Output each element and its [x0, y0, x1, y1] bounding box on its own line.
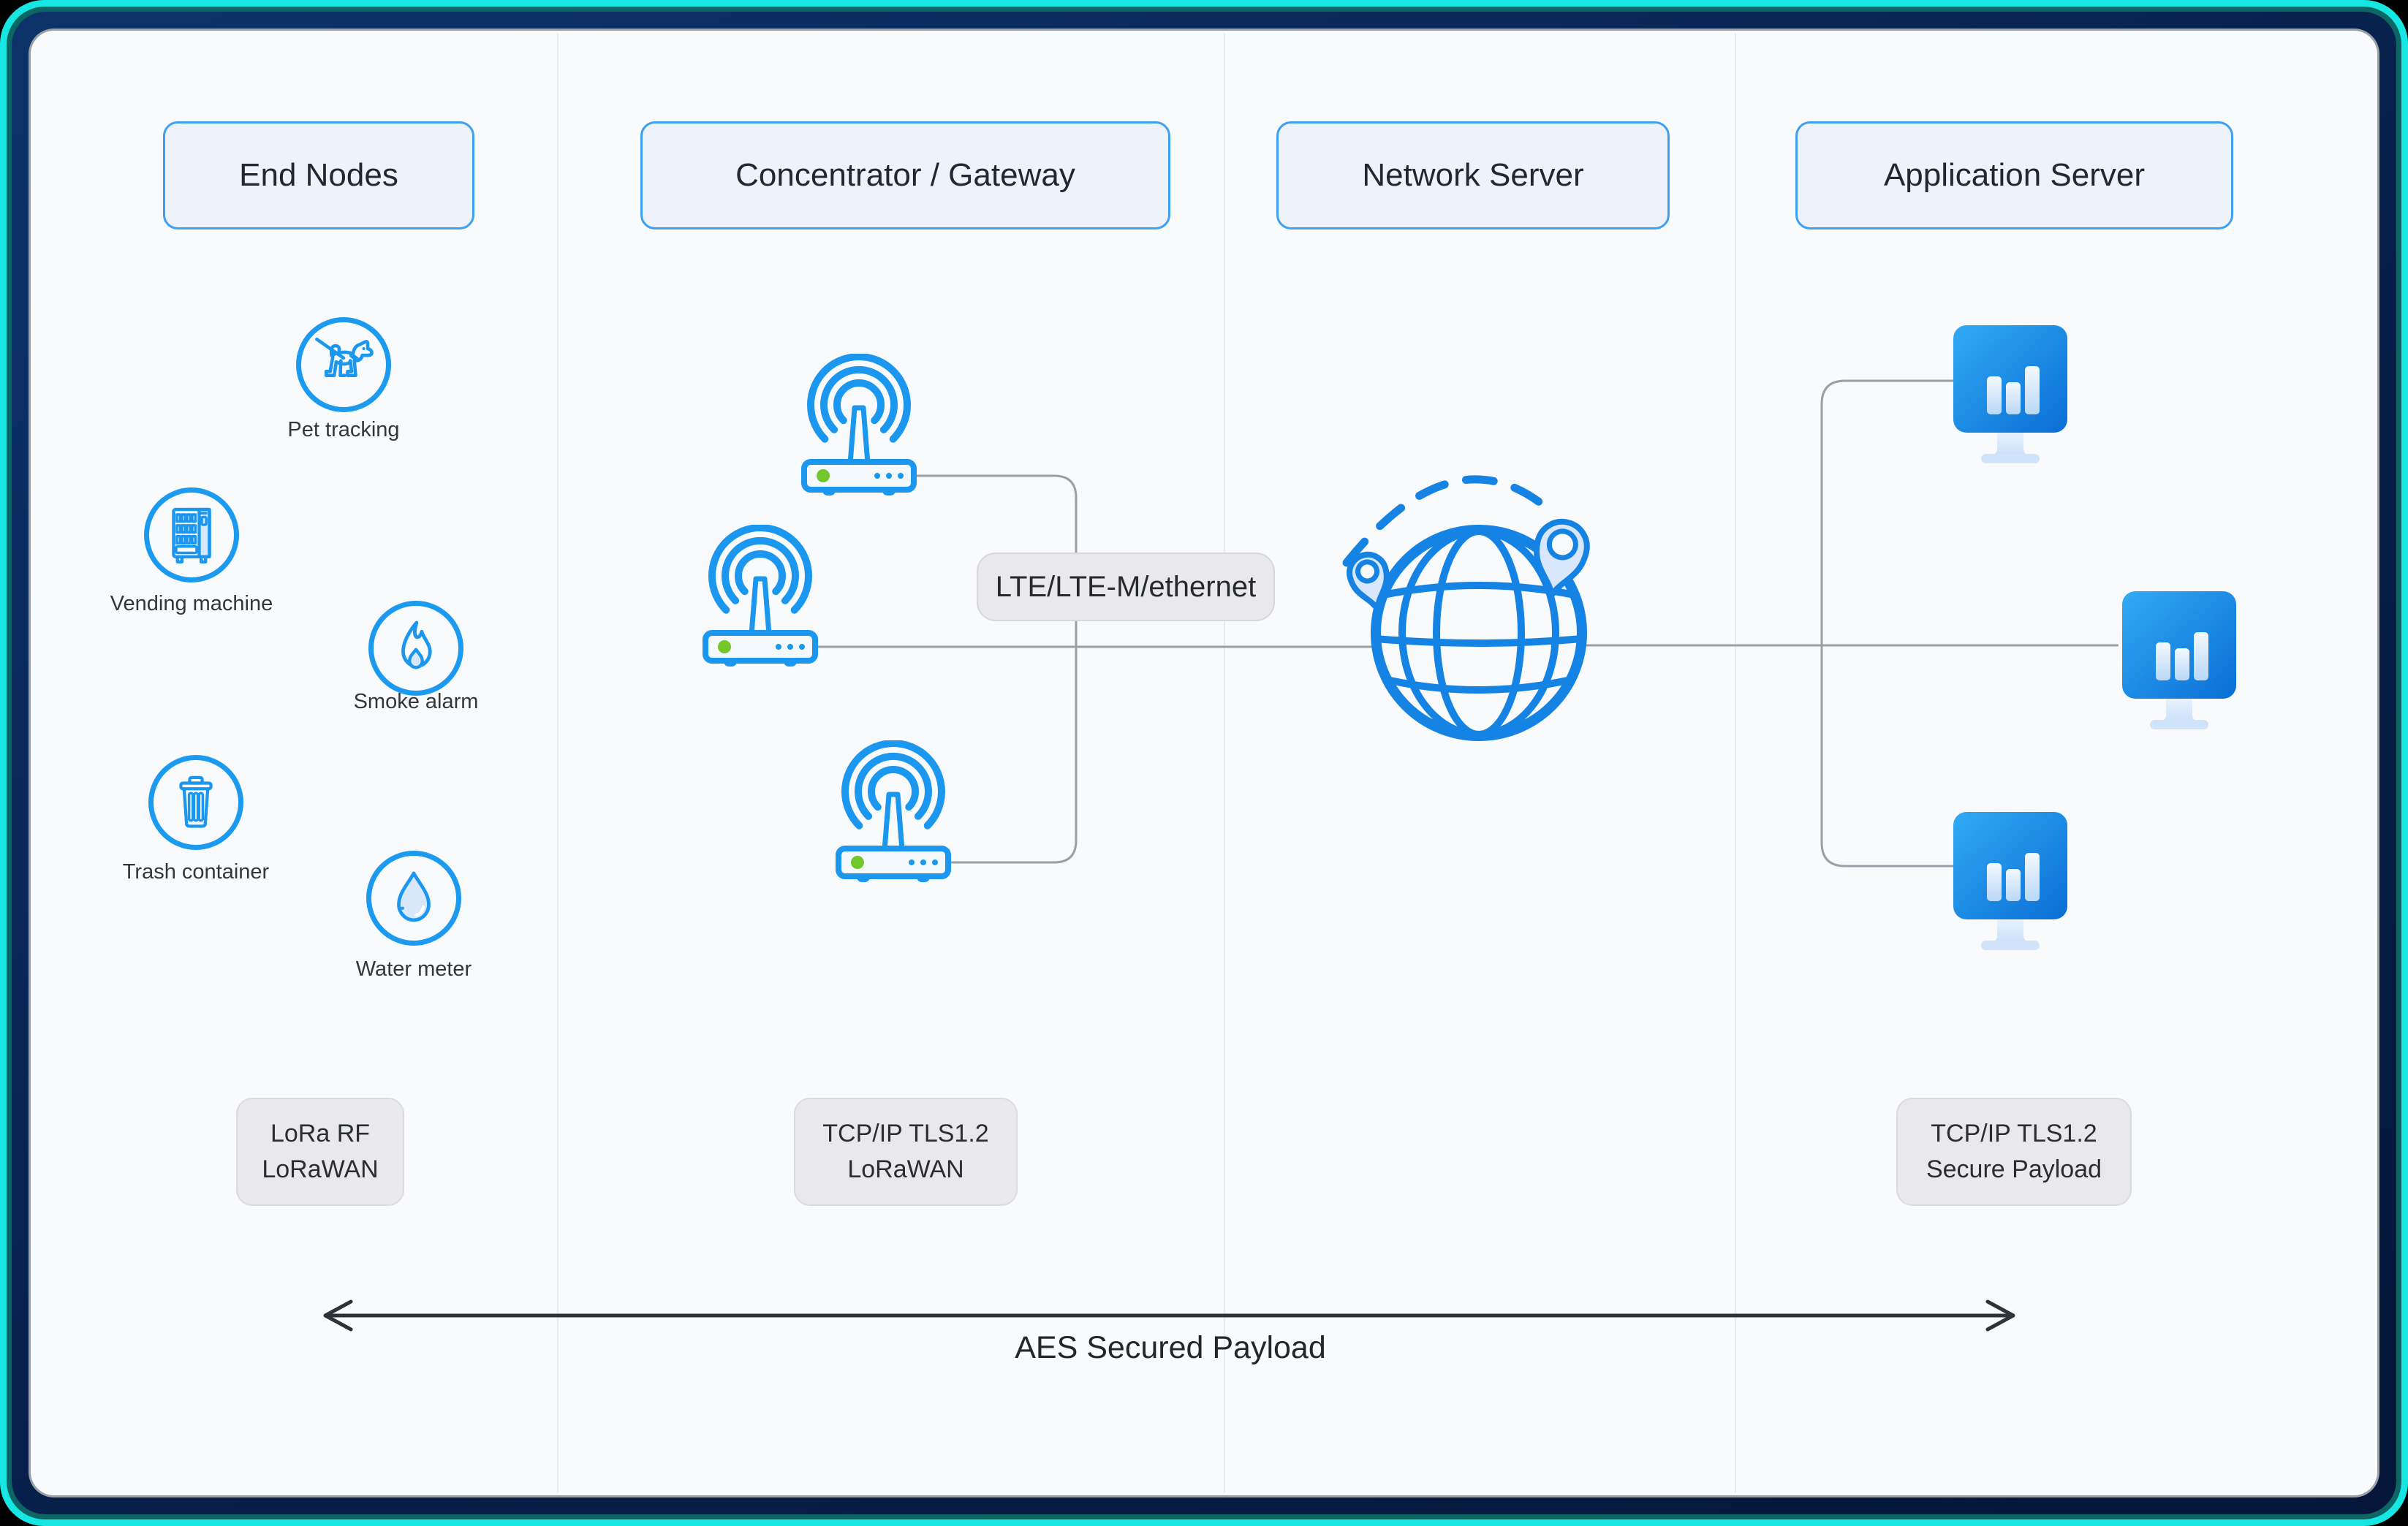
connection-label-chip: LTE/LTE-M/ethernet — [977, 553, 1275, 621]
antenna-router-icon — [831, 740, 955, 887]
protocol-line: Secure Payload — [1926, 1155, 2102, 1183]
end-node-trash-container — [148, 755, 243, 850]
monitor-bar-chart-icon — [1953, 812, 2067, 950]
end-node-label: Smoke alarm — [353, 690, 479, 713]
aes-arrow-caption: AES Secured Payload — [1015, 1330, 1326, 1365]
dog-icon — [315, 337, 374, 377]
protocol-line: LoRaWAN — [847, 1155, 964, 1183]
end-node-label: Vending machine — [110, 592, 273, 615]
protocol-chip-tcpip-secure: TCP/IP TLS1.2 Secure Payload — [1896, 1098, 2132, 1206]
end-node-smoke-alarm — [368, 601, 463, 696]
protocol-line: TCP/IP TLS1.2 — [822, 1119, 989, 1147]
column-divider-3 — [1735, 34, 1736, 1492]
column-divider-1 — [557, 34, 559, 1492]
vending-machine-icon — [172, 507, 211, 563]
end-node-vending-machine — [144, 487, 239, 582]
header-network-server: Network Server — [1276, 121, 1670, 229]
trash-icon — [179, 775, 213, 828]
end-node-label: Water meter — [355, 957, 472, 981]
end-node-label: Pet tracking — [287, 418, 400, 441]
protocol-chip-lora: LoRa RF LoRaWAN — [236, 1098, 404, 1206]
header-application-server: Application Server — [1795, 121, 2233, 229]
monitor-bar-chart-icon — [2122, 591, 2236, 729]
diagram-card — [31, 31, 2377, 1495]
water-drop-icon — [397, 871, 431, 922]
protocol-line: TCP/IP TLS1.2 — [1931, 1119, 2097, 1147]
antenna-router-icon — [698, 525, 822, 671]
protocol-chip-tcpip-lorawan: TCP/IP TLS1.2 LoRaWAN — [794, 1098, 1018, 1206]
end-node-pet-tracking — [296, 317, 391, 412]
protocol-line: LoRaWAN — [262, 1155, 379, 1183]
header-end-nodes: End Nodes — [163, 121, 474, 229]
monitor-bar-chart-icon — [1953, 325, 2067, 463]
column-divider-2 — [1224, 34, 1225, 1492]
end-node-label: Trash container — [122, 860, 270, 884]
protocol-line: LoRa RF — [270, 1119, 371, 1147]
antenna-router-icon — [797, 354, 921, 500]
flame-icon — [401, 620, 432, 669]
header-concentrator-gateway: Concentrator / Gateway — [640, 121, 1170, 229]
end-node-water-meter — [366, 851, 461, 946]
